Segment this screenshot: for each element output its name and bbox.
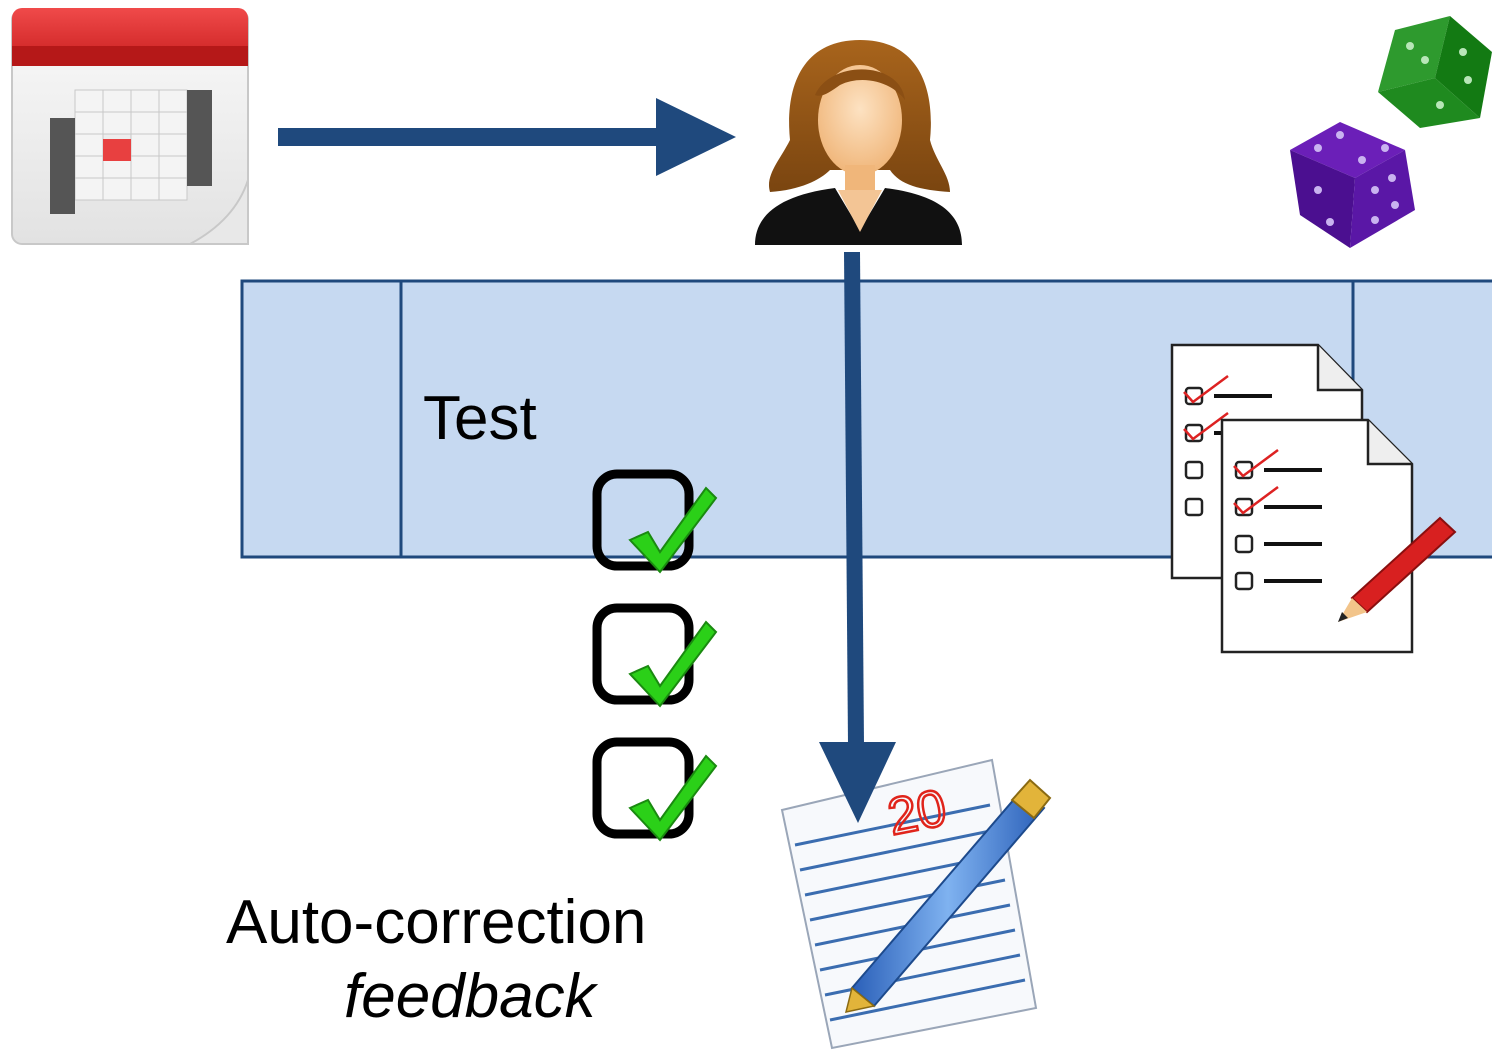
- checkbox-checked-icon: [592, 737, 718, 842]
- checklist-documents-icon: [1170, 343, 1457, 654]
- blue-pen: [844, 778, 1052, 1013]
- auto-correction-label: Auto-correction: [226, 888, 647, 957]
- dice-icon: [1290, 16, 1492, 248]
- front-document: [1220, 418, 1414, 654]
- arrow-person-to-feedback: [819, 252, 896, 823]
- red-pencil: [1338, 516, 1457, 622]
- person-icon: [755, 40, 962, 245]
- green-die: [1378, 16, 1492, 128]
- calendar-icon: [11, 8, 249, 245]
- score-text: 20: [883, 779, 951, 847]
- feedback-label: feedback: [344, 962, 596, 1031]
- arrow-calendar-to-person: [278, 98, 736, 176]
- graded-sheet-pen-icon: 20: [780, 758, 1052, 1050]
- checkbox-checked-icon: [592, 469, 718, 574]
- purple-die: [1290, 122, 1415, 248]
- checkbox-checked-icon: [592, 603, 718, 708]
- test-label: Test: [423, 384, 537, 453]
